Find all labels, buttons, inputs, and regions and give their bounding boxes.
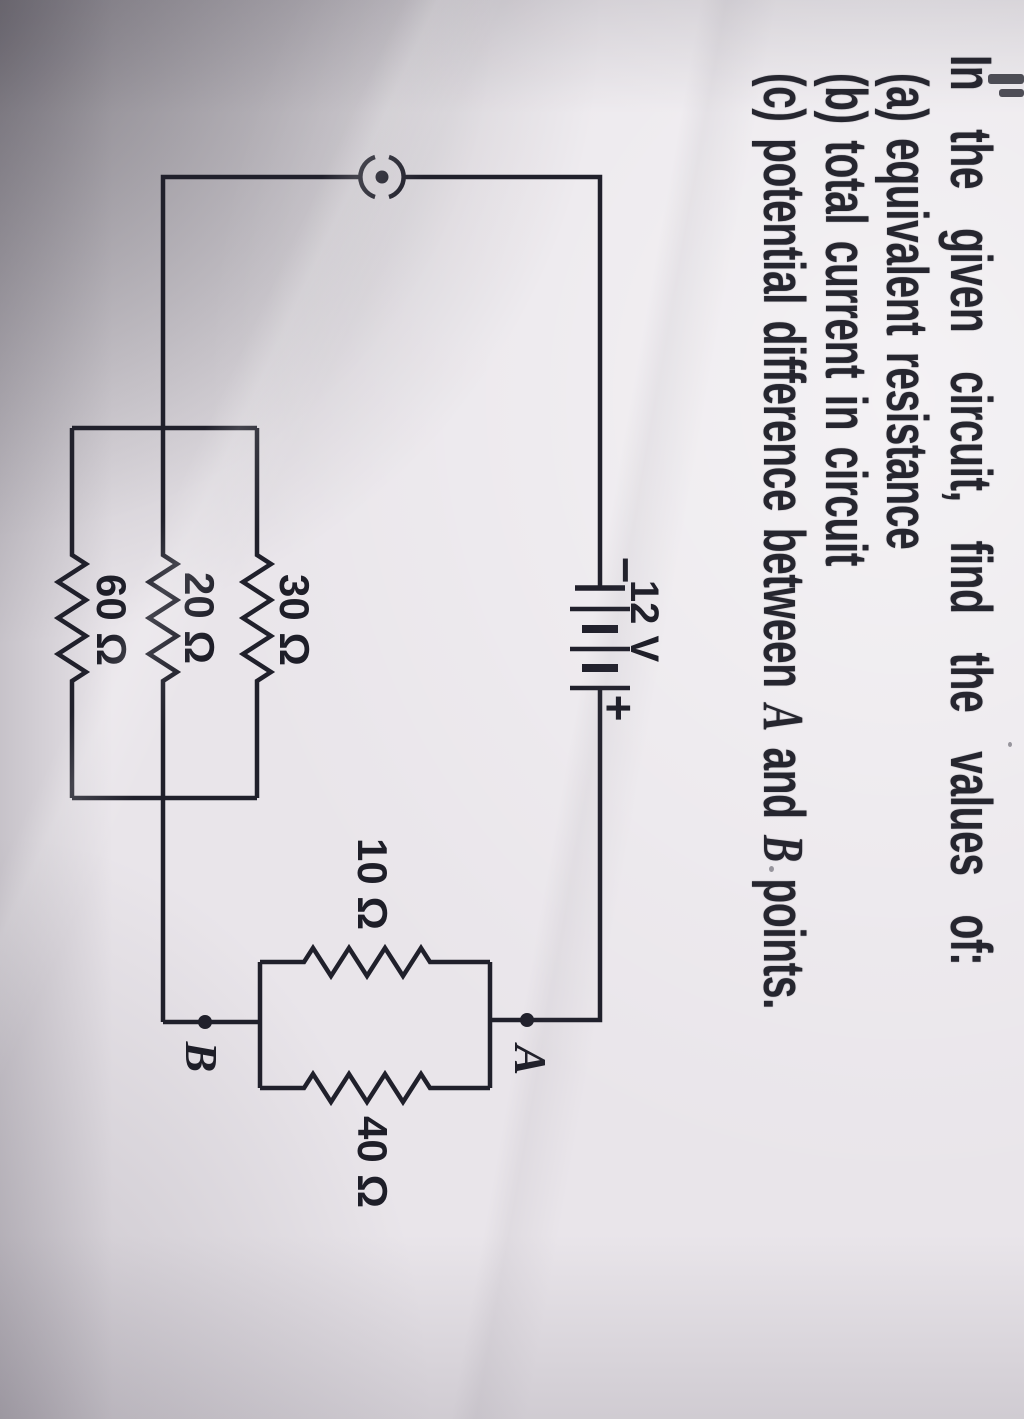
resistor-20-ohm (144, 428, 182, 798)
node-b-label: B (176, 1041, 227, 1073)
resistor-30-label: 30 Ω (271, 574, 318, 666)
resistor-10-ohm (260, 943, 490, 981)
battery-voltage-label: 12 V (622, 580, 666, 663)
resistor-60-label: 60 Ω (88, 574, 135, 666)
resistor-20-label: 20 Ω (176, 572, 223, 664)
cropped-edge-ink-fragment (999, 89, 1024, 97)
resistor-10-label: 10 Ω (349, 838, 396, 930)
wire-left-upper-top (404, 174, 603, 588)
node-a-dot (520, 1013, 534, 1027)
resistor-40-ohm (260, 1069, 490, 1107)
node-b-dot (198, 1015, 212, 1029)
resistor-60-ohm (53, 428, 91, 798)
cropped-edge-ink-fragment (988, 74, 1024, 84)
wire-top-right-and-a-drop (490, 688, 603, 1023)
circle-dot-icon (388, 154, 406, 200)
node-a-label: A (505, 1042, 556, 1076)
circle-dot-icon (358, 154, 376, 200)
resistor-30-ohm (238, 428, 276, 798)
paper-speck (1008, 742, 1012, 747)
paper-speck (769, 866, 774, 872)
circle-dot-center (375, 170, 389, 184)
resistor-40-label: 40 Ω (349, 1116, 396, 1208)
wire-left-lower (160, 174, 360, 428)
battery-negative-sign: − (600, 557, 652, 584)
